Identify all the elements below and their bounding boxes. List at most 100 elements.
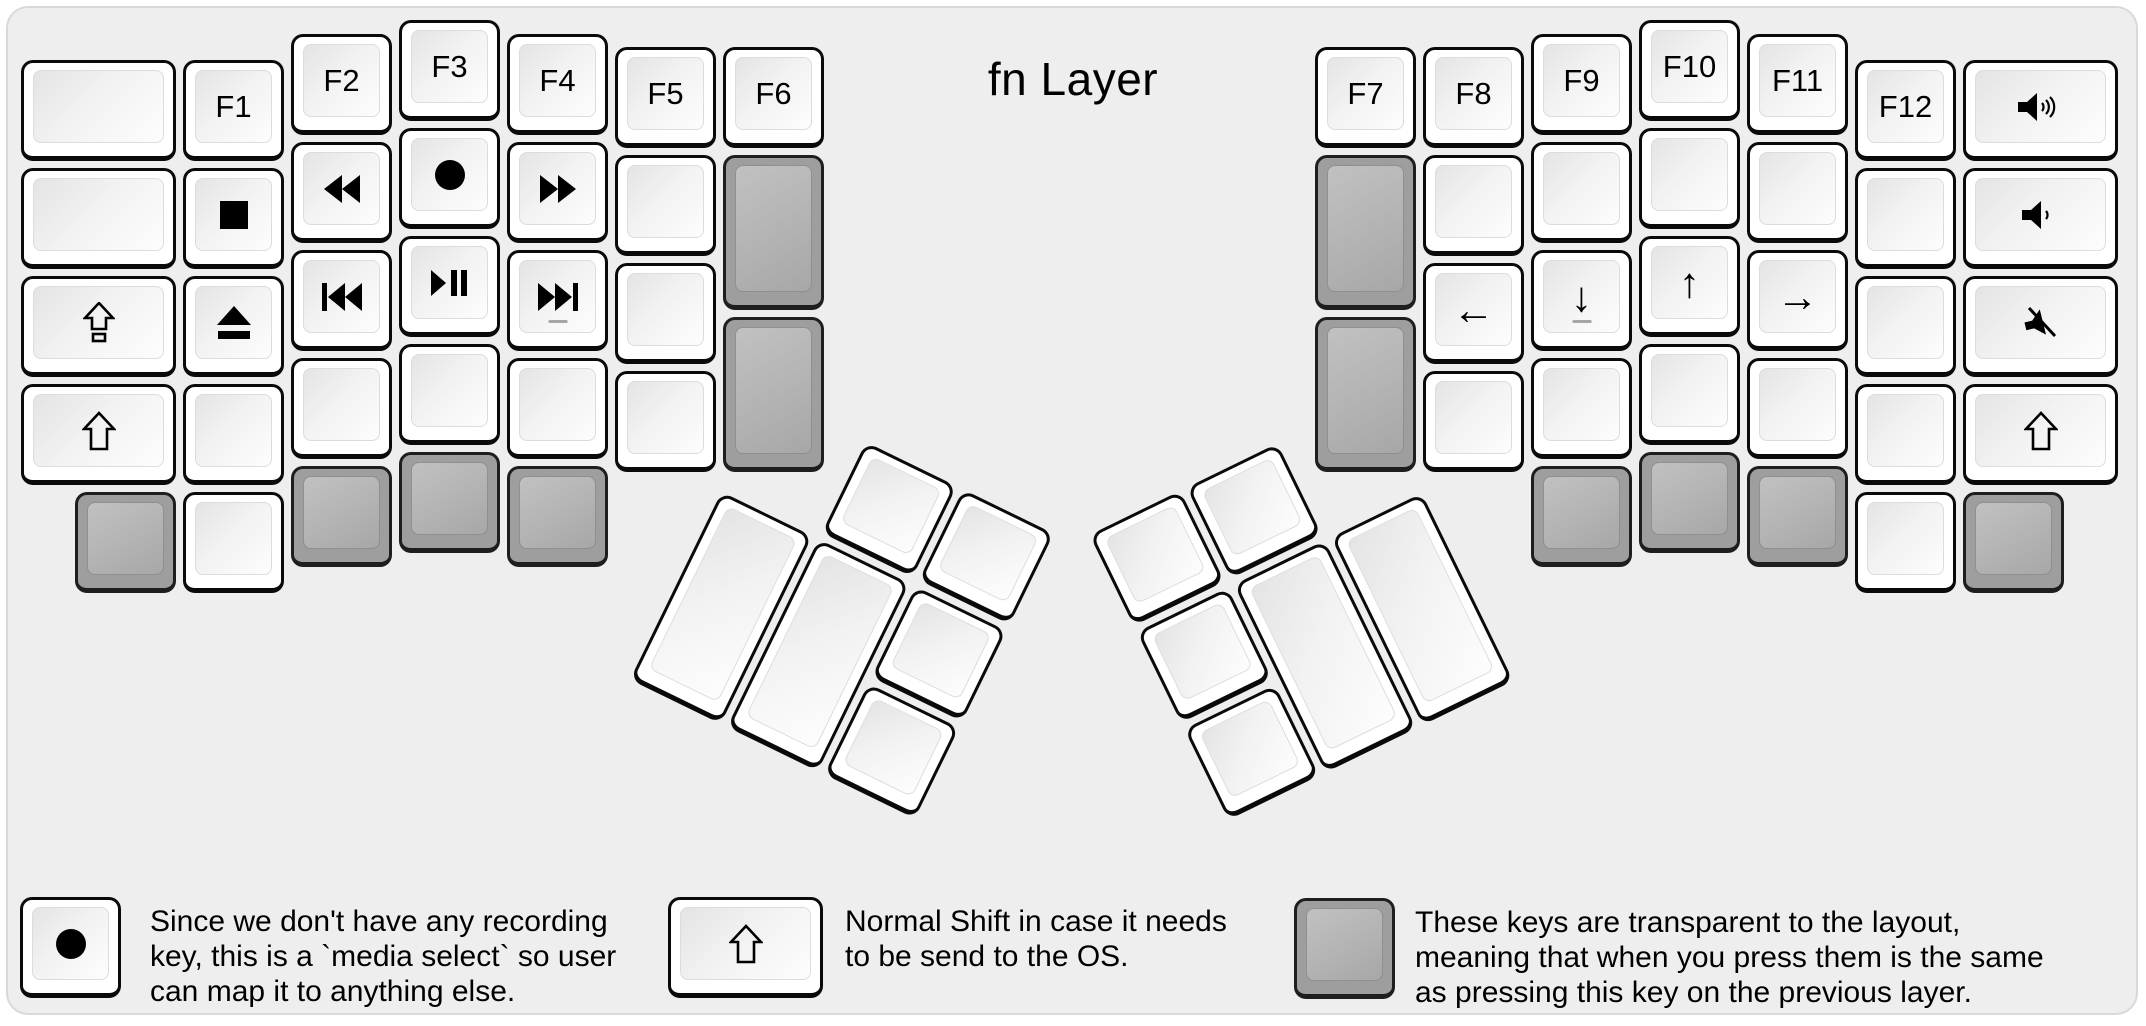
key-arrow-left[interactable]: ← (1423, 263, 1524, 364)
key-f6[interactable]: F6 (723, 47, 824, 148)
key-blank[interactable] (507, 358, 608, 459)
key-transparent[interactable] (399, 452, 500, 553)
key-arrow-right[interactable]: → (1747, 250, 1848, 351)
key-blank[interactable] (615, 371, 716, 472)
stop-icon (219, 200, 249, 230)
legend-text-line: Normal Shift in case it needs (845, 905, 1227, 938)
keycap-top (195, 394, 272, 467)
key-f4[interactable]: F4 (507, 34, 608, 135)
key-record[interactable] (399, 128, 500, 229)
key-transparent[interactable] (1531, 466, 1632, 567)
key-transparent[interactable] (1747, 466, 1848, 567)
key-blank[interactable] (1747, 142, 1848, 243)
key-blank[interactable] (1747, 358, 1848, 459)
caps-icon (82, 301, 115, 344)
key-rewind[interactable] (291, 142, 392, 243)
key-blank[interactable] (1423, 155, 1524, 256)
key-label: F6 (755, 76, 792, 111)
key-blank[interactable] (1639, 344, 1740, 445)
key-shift-right[interactable] (1963, 384, 2118, 485)
key-blank[interactable] (21, 168, 176, 269)
key-transparent[interactable] (723, 317, 824, 472)
keycap-top (1975, 502, 2052, 575)
volup-icon (2017, 91, 2065, 123)
key-f1[interactable]: F1 (183, 60, 284, 161)
key-label: F12 (1878, 89, 1933, 124)
key-blank[interactable] (1855, 492, 1956, 593)
keycap-top: F11 (1759, 44, 1836, 117)
keycap-top (1867, 286, 1944, 359)
key-blank[interactable] (615, 263, 716, 364)
key-volume-down[interactable] (1963, 168, 2118, 269)
key-capslock[interactable] (21, 276, 176, 377)
key-blank[interactable] (21, 60, 176, 161)
key-blank[interactable] (1855, 276, 1956, 377)
key-f2[interactable]: F2 (291, 34, 392, 135)
key-play-pause[interactable] (399, 236, 500, 337)
key-transparent[interactable] (507, 466, 608, 567)
keycap-top (1759, 152, 1836, 225)
keycap-top: F2 (303, 44, 380, 117)
prev-icon (321, 282, 362, 311)
key-mute[interactable] (1963, 276, 2118, 377)
keycap-top (303, 260, 380, 333)
keycap-top (627, 273, 704, 346)
key-eject[interactable] (183, 276, 284, 377)
key-arrow-down[interactable]: ↓ (1531, 250, 1632, 351)
key-transparent[interactable] (1315, 317, 1416, 472)
key-f7[interactable]: F7 (1315, 47, 1416, 148)
keycap-top (1651, 138, 1728, 211)
key-blank[interactable] (183, 384, 284, 485)
key-transparent[interactable] (291, 466, 392, 567)
keycap-top: ↑ (1651, 246, 1728, 319)
voldown-icon (2021, 199, 2061, 231)
keycap-top (1435, 381, 1512, 454)
key-blank[interactable] (1639, 128, 1740, 229)
key-volume-up[interactable] (1963, 60, 2118, 161)
key-label: F7 (1347, 76, 1384, 111)
keycap-top (303, 368, 380, 441)
keycap-top (840, 456, 942, 556)
key-blank[interactable] (615, 155, 716, 256)
key-f8[interactable]: F8 (1423, 47, 1524, 148)
key-transparent[interactable] (723, 155, 824, 310)
key-shift-left[interactable] (21, 384, 176, 485)
key-blank[interactable] (1531, 142, 1632, 243)
keycap-top (519, 152, 596, 225)
keycap-top (1435, 165, 1512, 238)
key-f5[interactable]: F5 (615, 47, 716, 148)
key-transparent[interactable] (1315, 155, 1416, 310)
key-transparent[interactable] (1963, 492, 2064, 593)
keycap-top (1543, 476, 1620, 549)
key-blank[interactable] (399, 344, 500, 445)
keycap-top (87, 502, 164, 575)
key-blank[interactable] (1423, 371, 1524, 472)
key-label: F3 (431, 49, 468, 84)
key-blank[interactable] (291, 358, 392, 459)
keycap-top (303, 152, 380, 225)
key-transparent[interactable] (1639, 452, 1740, 553)
key-blank[interactable] (183, 492, 284, 593)
key-arrow-up[interactable]: ↑ (1639, 236, 1740, 337)
keycap-top (411, 246, 488, 319)
key-f10[interactable]: F10 (1639, 20, 1740, 121)
key-transparent[interactable] (75, 492, 176, 593)
key-next-track[interactable] (507, 250, 608, 351)
keycap-top (303, 476, 380, 549)
key-fast-forward[interactable] (507, 142, 608, 243)
key-f11[interactable]: F11 (1747, 34, 1848, 135)
key-stop[interactable] (183, 168, 284, 269)
key-blank[interactable] (1855, 384, 1956, 485)
key-f3[interactable]: F3 (399, 20, 500, 121)
keycap-top (1651, 354, 1728, 427)
key-blank[interactable] (1855, 168, 1956, 269)
key-f12[interactable]: F12 (1855, 60, 1956, 161)
key-prev-track[interactable] (291, 250, 392, 351)
key-blank[interactable] (1531, 358, 1632, 459)
keycap-top (33, 70, 164, 143)
keycap-top (627, 381, 704, 454)
key-f9[interactable]: F9 (1531, 34, 1632, 135)
